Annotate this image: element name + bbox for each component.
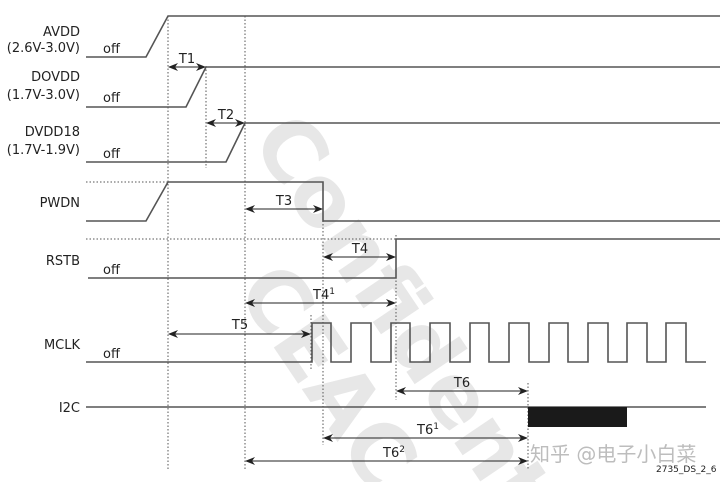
timing-t1: T1	[168, 52, 206, 71]
signal-avdd: AVDD (2.6V-3.0V) off	[7, 15, 720, 58]
signal-name: PWDN	[40, 196, 80, 211]
timing-t4-1: T41	[245, 287, 396, 307]
signal-range: (1.7V-1.9V)	[7, 143, 80, 158]
timing-t4: T4	[323, 242, 396, 261]
signal-name: RSTB	[46, 254, 80, 269]
signal-dovdd: DOVDD (1.7V-3.0V) off	[7, 66, 720, 108]
off-label: off	[103, 91, 121, 106]
svg-text:T4: T4	[351, 242, 368, 257]
off-label: off	[103, 263, 121, 278]
signal-name: DOVDD	[31, 70, 80, 85]
signal-name: I2C	[59, 401, 80, 416]
signal-rstb: RSTB off	[46, 238, 720, 279]
signal-pwdn: PWDN	[40, 181, 720, 222]
svg-text:T5: T5	[231, 318, 248, 333]
timing-t6-2: T62	[245, 445, 528, 465]
off-label: off	[103, 347, 121, 362]
signal-name: DVDD18	[25, 125, 80, 140]
i2c-data-block	[528, 407, 627, 427]
svg-text:T6: T6	[453, 376, 470, 391]
svg-text:T41: T41	[312, 287, 335, 303]
signal-name: AVDD	[43, 25, 80, 40]
signal-dvdd18: DVDD18 (1.7V-1.9V) off	[7, 122, 720, 163]
svg-text:T1: T1	[178, 52, 195, 67]
source-watermark: 知乎 @电子小白菜	[530, 442, 696, 466]
timing-t2: T2	[206, 108, 245, 127]
svg-text:T61: T61	[416, 422, 439, 438]
timing-t6-1: T61	[323, 422, 528, 442]
signal-range: (2.6V-3.0V)	[7, 41, 80, 56]
off-label: off	[103, 147, 121, 162]
svg-text:T3: T3	[275, 194, 292, 209]
timing-t6: T6	[396, 376, 528, 395]
timing-t5: T5	[168, 318, 311, 338]
svg-text:T62: T62	[382, 445, 405, 461]
signal-name: MCLK	[44, 338, 81, 353]
timing-t3: T3	[245, 194, 323, 213]
signal-i2c: I2C	[59, 401, 706, 427]
svg-text:T2: T2	[217, 108, 234, 123]
figure-id: 2735_DS_2_6	[656, 465, 717, 475]
off-label: off	[103, 42, 121, 57]
signal-mclk: MCLK off	[44, 322, 706, 363]
signal-range: (1.7V-3.0V)	[7, 88, 80, 103]
